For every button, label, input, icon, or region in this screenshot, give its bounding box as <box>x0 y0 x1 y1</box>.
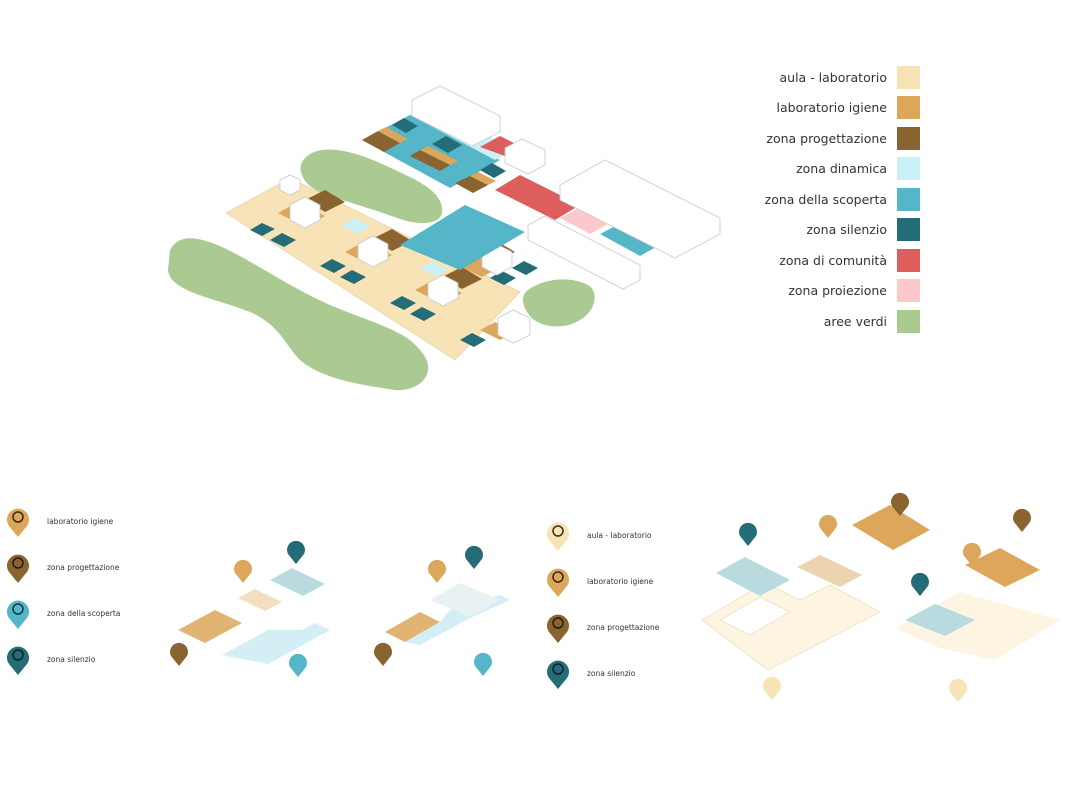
pin-legend-right: aula - laboratorio laboratorio igiene zo… <box>545 512 659 696</box>
pin-legend-label: zona progettazione <box>47 562 120 572</box>
legend-swatch <box>897 279 920 303</box>
pin-legend-item: zona progettazione <box>5 544 120 590</box>
legend-item: aree verdi <box>740 306 920 337</box>
central-discovery-zone <box>400 205 525 270</box>
pin-legend-item: zona silenzio <box>545 650 659 696</box>
pin-legend-label: zona silenzio <box>587 668 636 678</box>
legend-item: zona dinamica <box>740 154 920 185</box>
pin-legend-label: laboratorio igiene <box>47 516 114 526</box>
pin-legend-label: laboratorio igiene <box>587 576 654 586</box>
legend-item: laboratorio igiene <box>740 93 920 124</box>
legend-label: zona proiezione <box>788 283 887 299</box>
legend-swatch <box>897 157 920 181</box>
pin-legend-item: laboratorio igiene <box>545 558 659 604</box>
legend-item: zona della scoperta <box>740 184 920 215</box>
legend-label: zona di comunità <box>779 252 887 268</box>
legend-item: zona silenzio <box>740 215 920 246</box>
pin-legend-label: aula - laboratorio <box>587 530 652 540</box>
pin-legend-label: zona silenzio <box>47 654 96 664</box>
legend-label: zona silenzio <box>806 222 887 238</box>
legend-label: zona dinamica <box>796 161 887 177</box>
legend-swatch <box>897 65 920 89</box>
legend-item: zona progettazione <box>740 123 920 154</box>
legend-swatch <box>897 187 920 211</box>
legend-swatch <box>897 248 920 272</box>
green-area-left <box>168 238 429 391</box>
diagram-3 <box>701 492 1060 702</box>
discovery-strip-east <box>600 221 665 256</box>
legend-label: zona della scoperta <box>764 191 887 207</box>
tool-icon <box>7 508 30 537</box>
legend-label: aula - laboratorio <box>779 69 888 85</box>
legend-item: aula - laboratorio <box>740 62 920 93</box>
legend-label: zona progettazione <box>766 130 887 146</box>
design-icon <box>7 554 30 583</box>
green-area-top <box>300 149 443 224</box>
pin-legend-item: zona della scoperta <box>5 590 120 636</box>
legend-swatch <box>897 218 920 242</box>
tool-icon <box>547 568 569 597</box>
diagram-1 <box>170 540 330 677</box>
legend-swatch <box>897 96 920 120</box>
north-units <box>362 118 506 193</box>
discovery-icon <box>7 600 30 629</box>
dynamic-strip-2 <box>420 262 448 276</box>
pin-legend-item: laboratorio igiene <box>5 498 120 544</box>
pin-legend-left: laboratorio igiene zona progettazione zo… <box>5 498 120 682</box>
legend-swatch <box>897 309 920 333</box>
diagram-2 <box>374 545 510 676</box>
community-zone <box>495 175 580 220</box>
legend-label: laboratorio igiene <box>776 100 887 116</box>
silence-icon <box>7 646 30 675</box>
legend-swatch <box>897 126 920 150</box>
white-volumes <box>279 174 531 344</box>
silence-icon <box>547 660 569 689</box>
legend-item: zona proiezione <box>740 276 920 307</box>
pin-legend-item: aula - laboratorio <box>545 512 659 558</box>
pin-legend-item: zona progettazione <box>545 604 659 650</box>
green-area-right <box>522 279 595 327</box>
white-blocks <box>411 85 721 290</box>
lion-icon <box>547 522 569 551</box>
pin-legend-label: zona della scoperta <box>47 608 121 618</box>
color-legend: aula - laboratorio laboratorio igiene zo… <box>740 62 920 337</box>
design-icon <box>547 614 569 643</box>
dynamic-strip <box>342 218 370 234</box>
pin-legend-label: zona progettazione <box>587 622 660 632</box>
projection-zone <box>560 205 615 234</box>
legend-label: aree verdi <box>823 313 887 329</box>
pin-legend-item: zona silenzio <box>5 636 120 682</box>
legend-item: zona di comunità <box>740 245 920 276</box>
